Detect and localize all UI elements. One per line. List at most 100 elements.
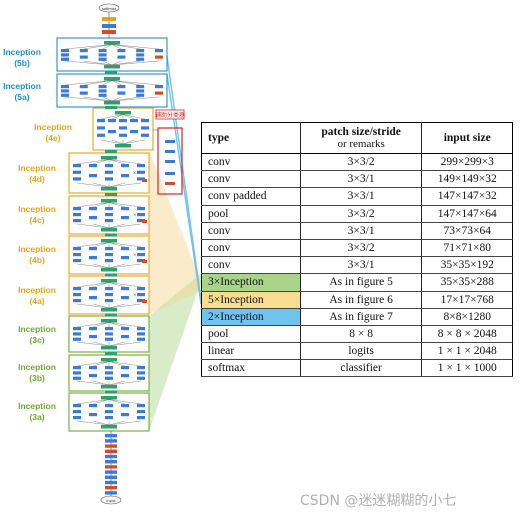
conv-node [79, 91, 88, 95]
conv-node [137, 327, 145, 331]
transition-node [105, 233, 117, 237]
branch-edge [108, 303, 126, 309]
conv-node [98, 93, 107, 97]
inception-block-4d: × [68, 152, 150, 194]
branch-edge [108, 361, 142, 367]
conv-node [137, 332, 145, 336]
conv-node [105, 170, 113, 174]
branch-edge [83, 96, 113, 102]
conv-node [89, 207, 97, 211]
pool-node [142, 220, 147, 223]
branch-edge [122, 114, 146, 120]
conv-node [155, 85, 163, 89]
branch-edge [92, 223, 110, 229]
cell-type: softmax [201, 359, 301, 378]
conv-node [155, 91, 163, 95]
top-layer-node [102, 17, 116, 21]
branch-edge [111, 60, 141, 66]
cell-type: linear [201, 342, 301, 361]
conv-node [136, 49, 145, 53]
cell-input: 1 × 1 × 2048 [421, 342, 513, 361]
branch-edge [108, 322, 126, 328]
conv-node [73, 337, 81, 341]
branch-edge [111, 96, 122, 102]
conv-node [73, 404, 81, 408]
concat-node [104, 41, 120, 45]
conv-node [89, 335, 97, 339]
branch-edge [64, 44, 113, 50]
conv-node [89, 366, 97, 370]
conv-node [105, 247, 113, 251]
branch-edge [92, 361, 110, 367]
cell-patch: 8 × 8 [300, 325, 423, 344]
header-input: input size [421, 122, 513, 154]
conv-node [89, 374, 97, 378]
branch-edge [108, 341, 126, 347]
conv-node [121, 366, 129, 370]
aux-classifier-box [157, 127, 183, 195]
branch-edge [76, 223, 110, 229]
cell-type: conv padded [201, 187, 301, 206]
conv-node [105, 219, 113, 223]
concat-node [101, 228, 117, 232]
branch-edge [100, 114, 124, 120]
conv-node [130, 119, 138, 123]
conv-node [117, 85, 126, 89]
stem-layer-node [105, 444, 117, 448]
inception-block-3a [68, 392, 150, 432]
cell-type: pool [201, 205, 301, 223]
conv-node [89, 256, 97, 260]
conv-node [117, 91, 126, 95]
stem-layer-node [105, 439, 117, 443]
branch-edge [108, 182, 126, 188]
conv-node [105, 207, 113, 211]
cell-input: 1 × 1 × 1000 [421, 359, 513, 378]
cell-patch: 3×3/1 [300, 170, 423, 189]
section-label-3c: Inception(3c) [8, 324, 66, 346]
section-label-sub: (4a) [29, 296, 45, 306]
aux-layer-node [165, 150, 175, 153]
section-label-sub: (4b) [29, 255, 45, 265]
conv-node [97, 119, 105, 123]
conv-node [137, 207, 145, 211]
concat-node [101, 346, 117, 350]
cell-type: 3×Inception [201, 273, 301, 292]
branch-edge [76, 303, 110, 309]
branch-edge [108, 420, 142, 426]
conv-node [89, 287, 97, 291]
concat-node [101, 358, 117, 362]
concat-node [115, 144, 131, 148]
branch-edge [122, 139, 135, 145]
branch-edge [76, 263, 110, 269]
branch-edge [108, 202, 126, 208]
stem-layer-node [105, 491, 117, 495]
branch-edge [92, 399, 110, 405]
branch-edge [108, 361, 126, 367]
inception-block-5a [56, 73, 168, 108]
cell-patch: logits [300, 342, 423, 361]
transition-node [105, 71, 117, 74]
conv-node [136, 93, 145, 97]
branch-edge [108, 263, 126, 269]
aux-layer-node [165, 160, 175, 163]
endpoints: softmax input [98, 3, 122, 505]
concat-node [101, 396, 117, 400]
conv-node [121, 207, 129, 211]
section-label-name: Inception [18, 324, 56, 334]
inception-block-4b: × [68, 235, 150, 275]
section-label-sub: (3c) [29, 335, 45, 345]
conv-node [121, 174, 129, 178]
connector-orange [149, 150, 203, 314]
branch-edge [76, 242, 110, 248]
softmax-node [98, 3, 120, 13]
conv-node [73, 219, 81, 223]
cell-type: pool [201, 325, 301, 344]
branch-edge [76, 322, 110, 328]
conv-node [73, 213, 81, 217]
conv-node [119, 126, 127, 130]
branch-edge [108, 242, 142, 248]
